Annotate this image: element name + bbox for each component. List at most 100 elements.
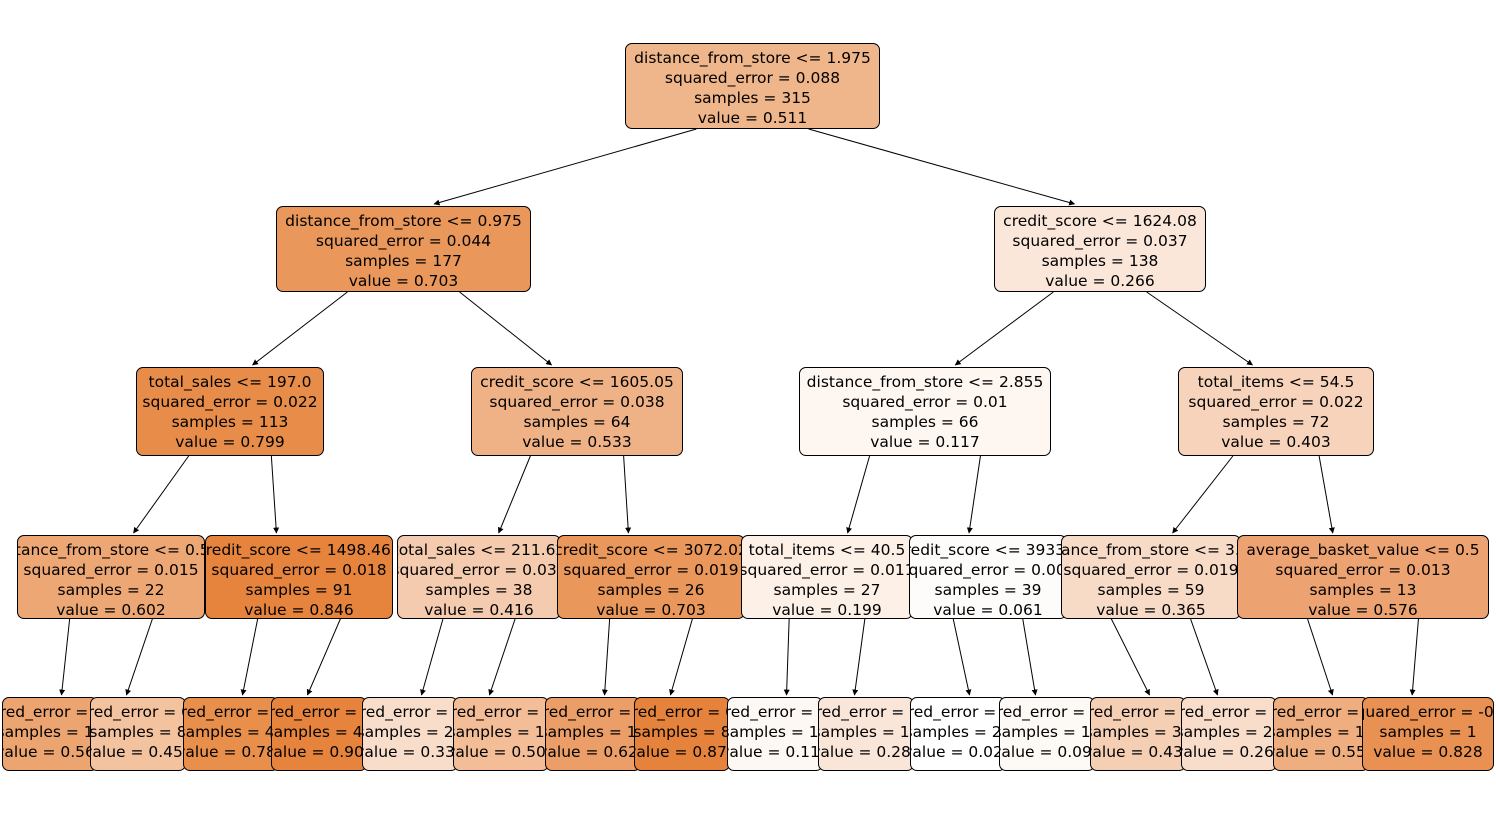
node-condition: distance_from_store <= 1.975 bbox=[634, 49, 871, 67]
node-samples: samples = 22 bbox=[57, 581, 165, 599]
tree-edge bbox=[433, 128, 697, 206]
node-samples: samples = 46 bbox=[271, 723, 366, 741]
node-value: value = 0.339 bbox=[363, 743, 457, 761]
tree-edge bbox=[252, 291, 348, 366]
node-value: value = 0.703 bbox=[348, 272, 459, 290]
node-value: value = 0.285 bbox=[819, 743, 913, 761]
node-value: value = 0.266 bbox=[1045, 272, 1155, 290]
node-squared-error: squared_error = 0.013 bbox=[91, 703, 185, 721]
tree-edge bbox=[601, 618, 611, 696]
tree-edge bbox=[306, 618, 341, 696]
tree-edge bbox=[125, 618, 153, 696]
node-samples: samples = 20 bbox=[362, 723, 457, 741]
node-squared-error: squared_error = 0.018 bbox=[1091, 703, 1185, 721]
node-samples: samples = 66 bbox=[871, 413, 979, 431]
tree-decision-node: distance_from_store <= 3.575squared_erro… bbox=[1061, 535, 1241, 619]
node-squared-error: squared_error = 0.008 bbox=[909, 561, 1067, 579]
tree-edge bbox=[497, 455, 531, 534]
node-value: value = 0.026 bbox=[911, 743, 1005, 761]
node-squared-error: squared_error = 0.038 bbox=[489, 393, 665, 411]
node-value: value = 0.061 bbox=[933, 601, 1043, 619]
node-squared-error: squared_error = 0.016 bbox=[546, 703, 640, 721]
node-value: value = 0.874 bbox=[635, 743, 729, 761]
node-squared-error: squared_error = 0.012 bbox=[3, 703, 97, 721]
node-samples: samples = 35 bbox=[1090, 723, 1185, 741]
node-samples: samples = 20 bbox=[910, 723, 1005, 741]
tree-edge bbox=[954, 291, 1054, 366]
tree-edge bbox=[488, 618, 516, 696]
tree-edge bbox=[1146, 291, 1253, 366]
node-samples: samples = 59 bbox=[1097, 581, 1205, 599]
node-value: value = 0.703 bbox=[596, 601, 706, 619]
node-value: value = 0.416 bbox=[424, 601, 534, 619]
node-samples: samples = 91 bbox=[245, 581, 353, 599]
node-value: value = 0.511 bbox=[697, 109, 808, 127]
node-squared-error: squared_error = 0.011 bbox=[741, 561, 913, 579]
node-value: value = 0.501 bbox=[454, 743, 548, 761]
node-samples: samples = 39 bbox=[934, 581, 1042, 599]
node-value: value = 0.555 bbox=[1274, 743, 1368, 761]
tree-edge bbox=[1307, 618, 1334, 696]
node-squared-error: squared_error = -0.0 bbox=[1363, 703, 1494, 721]
tree-edge bbox=[623, 455, 632, 534]
node-value: value = 0.365 bbox=[1096, 601, 1206, 619]
node-samples: samples = 8 bbox=[90, 723, 186, 741]
tree-edge bbox=[669, 618, 693, 696]
node-samples: samples = 315 bbox=[694, 89, 811, 107]
node-squared-error: squared_error = 0.009 bbox=[819, 703, 913, 721]
tree-decision-node: distance_from_store <= 2.855 squared_erro… bbox=[799, 367, 1051, 456]
node-samples: samples = 12 bbox=[1273, 723, 1368, 741]
tree-edge bbox=[846, 455, 871, 534]
node-squared-error: squared_error = 0.037 bbox=[1012, 232, 1188, 250]
node-squared-error: squared_error = 0.005 bbox=[635, 703, 729, 721]
node-squared-error: squared_error = 0.004 bbox=[728, 703, 822, 721]
tree-decision-node: credit_score <= 3933.1squared_error = 0.… bbox=[909, 535, 1067, 619]
node-squared-error: squared_error = 0.015 bbox=[23, 561, 199, 579]
node-samples: samples = 177 bbox=[345, 252, 462, 270]
node-condition: distance_from_store <= 2.855 bbox=[806, 373, 1044, 391]
tree-leaf-node: squared_error = 0.028 samples = 20 value =… bbox=[362, 697, 458, 771]
node-samples: samples = 18 bbox=[453, 723, 548, 741]
node-squared-error: squared_error = 0.022 bbox=[1188, 393, 1364, 411]
tree-edge bbox=[952, 618, 972, 696]
node-samples: samples = 64 bbox=[523, 413, 631, 431]
node-squared-error: squared_error = 0.028 bbox=[363, 703, 457, 721]
node-squared-error: squared_error = 0.009 bbox=[1274, 703, 1368, 721]
node-value: value = 0.576 bbox=[1308, 601, 1418, 619]
tree-edge bbox=[783, 618, 790, 696]
node-value: value = 0.786 bbox=[184, 743, 278, 761]
tree-edge bbox=[1190, 618, 1219, 696]
node-squared-error: squared_error = 0.011 bbox=[1000, 703, 1094, 721]
tree-edge bbox=[1110, 618, 1150, 696]
node-samples: samples = 18 bbox=[545, 723, 640, 741]
tree-leaf-node: squared_error = 0.016 samples = 18 value =… bbox=[545, 697, 641, 771]
node-squared-error: squared_error = 0.01 bbox=[842, 393, 1008, 411]
node-samples: samples = 27 bbox=[773, 581, 881, 599]
tree-edge bbox=[852, 618, 866, 696]
node-samples: samples = 138 bbox=[1041, 252, 1159, 270]
node-condition: distance_from_store <= 3.575 bbox=[1061, 541, 1240, 559]
node-condition: credit_score <= 3072.02 bbox=[557, 541, 745, 559]
tree-leaf-node: squared_error = 0.018 samples = 35 value =… bbox=[1090, 697, 1186, 771]
tree-edge bbox=[1172, 455, 1234, 534]
node-value: value = 0.266 bbox=[1182, 743, 1276, 761]
node-value: value = 0.799 bbox=[175, 433, 285, 451]
node-value: value = 0.403 bbox=[1221, 433, 1331, 451]
node-value: value = 0.433 bbox=[1091, 743, 1185, 761]
node-samples: samples = 1 bbox=[1379, 723, 1477, 741]
node-samples: samples = 45 bbox=[183, 723, 278, 741]
tree-edge bbox=[1318, 455, 1335, 534]
tree-edge bbox=[420, 618, 444, 696]
tree-edge bbox=[59, 618, 71, 696]
tree-leaf-node: squared_error = 0.029samples = 18value =… bbox=[453, 697, 549, 771]
node-condition: distance_from_store <= 0.585 bbox=[18, 541, 204, 559]
node-value: value = 0.627 bbox=[546, 743, 640, 761]
